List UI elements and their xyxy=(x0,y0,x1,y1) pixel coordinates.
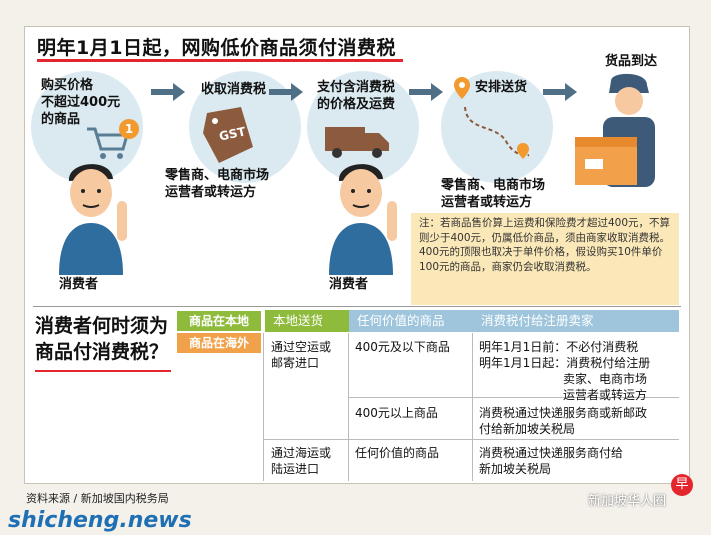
question-line2: 商品付消费税？ xyxy=(35,341,169,363)
tax-cell: 消费税通过快递服务商付给 新加坡关税局 xyxy=(479,445,623,477)
arrow-right-icon xyxy=(269,83,303,101)
consumer-avatar-icon xyxy=(59,164,127,275)
question-underline xyxy=(35,370,171,372)
step5-text: 货品到达 xyxy=(605,54,658,69)
tax-cell-line2: 付给新加坡关税局 xyxy=(479,422,576,436)
header-any-value: 任何价值的商品 xyxy=(349,310,473,332)
arrow-right-icon xyxy=(151,83,185,101)
method-cell-line2: 陆运进口 xyxy=(271,462,320,476)
retailer-left-line2: 运营者或转运方 xyxy=(165,185,257,200)
value-cell: 任何价值的商品 xyxy=(355,446,440,460)
delivery-truck-icon xyxy=(325,127,389,158)
step3-text: 支付含消费税 的价格及运费 xyxy=(317,79,395,113)
site-watermark: shicheng.news xyxy=(8,508,192,533)
step1-line3: 的商品 xyxy=(41,112,81,127)
tax-cell-line4: 运营者或转运方 xyxy=(563,388,648,402)
tax-cell-line3: 卖家、电商市场 xyxy=(563,372,648,386)
retailer-right-line2: 运营者或转运方 xyxy=(441,195,533,210)
note-box: 注：若商品售价算上运费和保险费才超过400元，不算则少于400元，仍属低价商品，… xyxy=(411,213,679,305)
tax-cell-line2: 明年1月1日起：消费税付给注册 xyxy=(479,356,651,370)
retailer-left-line1: 零售商、电商市场 xyxy=(165,168,270,183)
consumer-label: 消费者 xyxy=(59,277,99,292)
table-divider xyxy=(263,333,264,481)
table-row: 通过空运或 邮寄进口 xyxy=(271,339,331,371)
legend-overseas: 商品在海外 xyxy=(177,333,261,353)
tax-cell-line1: 明年1月1日前：不必付消费税 xyxy=(479,340,639,354)
step3-line1: 支付含消费税 xyxy=(317,80,396,95)
tax-cell: 明年1月1日前：不必付消费税 明年1月1日起：消费税付给注册 卖家、电商市场 运… xyxy=(479,339,650,403)
value-cell: 400元以上商品 xyxy=(355,406,438,420)
brand-watermark: 新加坡华人圈 xyxy=(588,494,667,509)
step1-line2: 不超过400元 xyxy=(41,95,121,110)
legend-local: 商品在本地 xyxy=(177,311,261,331)
source-credit: 资料来源 / 新加坡国内税务局 xyxy=(26,492,169,505)
delivery-person-icon xyxy=(575,73,655,187)
infographic-frame: 明年1月1日起，网购低价商品须付消费税 购买价格 不超过400元 的商品 1 收… xyxy=(24,26,693,496)
retailer-right-line1: 零售商、电商市场 xyxy=(441,178,546,193)
arrow-right-icon xyxy=(543,83,577,101)
method-cell-line2: 邮寄进口 xyxy=(271,356,320,370)
tax-cell-line1: 消费税通过快递服务商付给 xyxy=(479,446,624,460)
tax-cell-line2: 新加坡关税局 xyxy=(479,462,552,476)
table-divider xyxy=(472,333,473,481)
question-line1: 消费者何时须为 xyxy=(35,315,169,337)
retailer-label-left: 零售商、电商市场 运营者或转运方 xyxy=(165,167,269,201)
retailer-label-right: 零售商、电商市场 运营者或转运方 xyxy=(441,177,545,211)
newspaper-logo: 早 xyxy=(671,474,693,496)
table-row: 通过海运或 陆运进口 xyxy=(271,445,331,477)
step1-text: 购买价格 不超过400元 的商品 xyxy=(41,77,120,128)
section-divider xyxy=(33,306,681,307)
table-divider xyxy=(263,439,679,440)
value-cell: 400元及以下商品 xyxy=(355,340,450,354)
title-underline xyxy=(37,59,403,62)
consumer-label: 消费者 xyxy=(329,277,369,292)
page-title: 明年1月1日起，网购低价商品须付消费税 xyxy=(37,37,396,59)
question-heading: 消费者何时须为 商品付消费税？ xyxy=(35,313,168,365)
step2-text: 收取消费税 xyxy=(201,82,267,97)
arrow-right-icon xyxy=(409,83,443,101)
method-cell-line1: 通过海运或 xyxy=(271,446,332,460)
route-path-icon xyxy=(464,106,530,159)
step3-line2: 的价格及运费 xyxy=(317,97,396,112)
tax-cell-line1: 消费税通过快递服务商或新邮政 xyxy=(479,406,648,420)
header-tax-to-seller: 消费税付给注册卖家 xyxy=(473,310,679,332)
table-divider xyxy=(349,397,679,398)
gst-tag-icon xyxy=(203,107,253,163)
header-local-delivery: 本地送货 xyxy=(265,310,349,332)
step1-line1: 购买价格 xyxy=(41,78,94,93)
step4-text: 安排送货 xyxy=(475,80,528,95)
step1-badge: 1 xyxy=(119,119,139,139)
table-divider xyxy=(348,333,349,481)
method-cell-line1: 通过空运或 xyxy=(271,340,332,354)
map-pin-icon xyxy=(454,77,470,99)
consumer-avatar-icon xyxy=(329,164,397,275)
tax-cell: 消费税通过快递服务商或新邮政 付给新加坡关税局 xyxy=(479,405,647,437)
